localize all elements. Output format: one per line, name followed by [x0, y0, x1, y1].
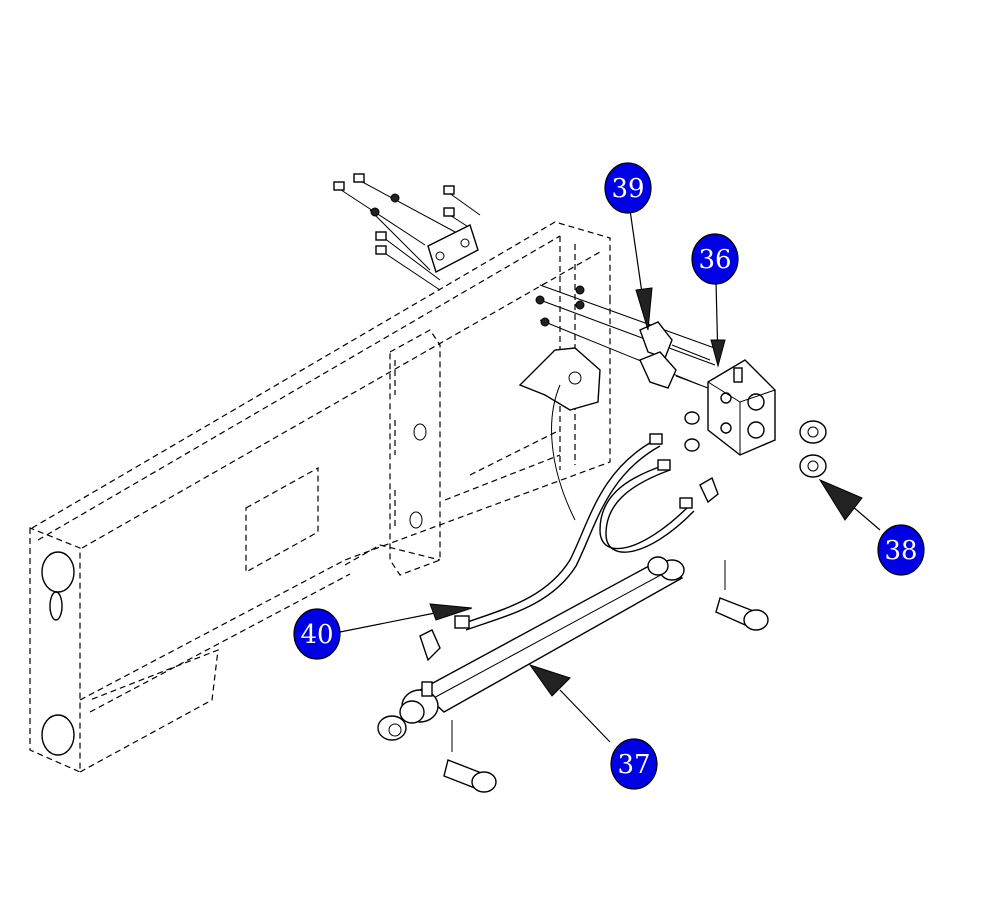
- callout-39-bubble: [604, 162, 652, 214]
- callout-39: 39: [604, 162, 652, 214]
- callout-37-bubble: [610, 738, 658, 790]
- leader-lines: [339, 209, 881, 743]
- boom-frame: [29, 221, 611, 773]
- callout-37-label: 37: [617, 750, 650, 780]
- hydraulic-hoses: [419, 384, 719, 662]
- callout-38-bubble: [877, 524, 925, 576]
- hydraulic-cylinder: [377, 556, 769, 793]
- callout-36-bubble: [691, 233, 739, 285]
- valve-block: [707, 359, 776, 456]
- callout-40-label: 40: [300, 620, 333, 650]
- callout-37: 37: [610, 738, 658, 790]
- callout-36: 36: [691, 233, 739, 285]
- straight-fittings: [684, 411, 827, 478]
- mounting-bolts: [333, 173, 721, 411]
- callout-39-label: 39: [611, 174, 644, 204]
- callout-36-label: 36: [698, 245, 731, 275]
- callout-40: 40: [293, 608, 341, 660]
- callout-40-bubble: [293, 608, 341, 660]
- callout-38: 38: [877, 524, 925, 576]
- callout-38-label: 38: [884, 536, 917, 566]
- elbow-fittings: [639, 321, 711, 389]
